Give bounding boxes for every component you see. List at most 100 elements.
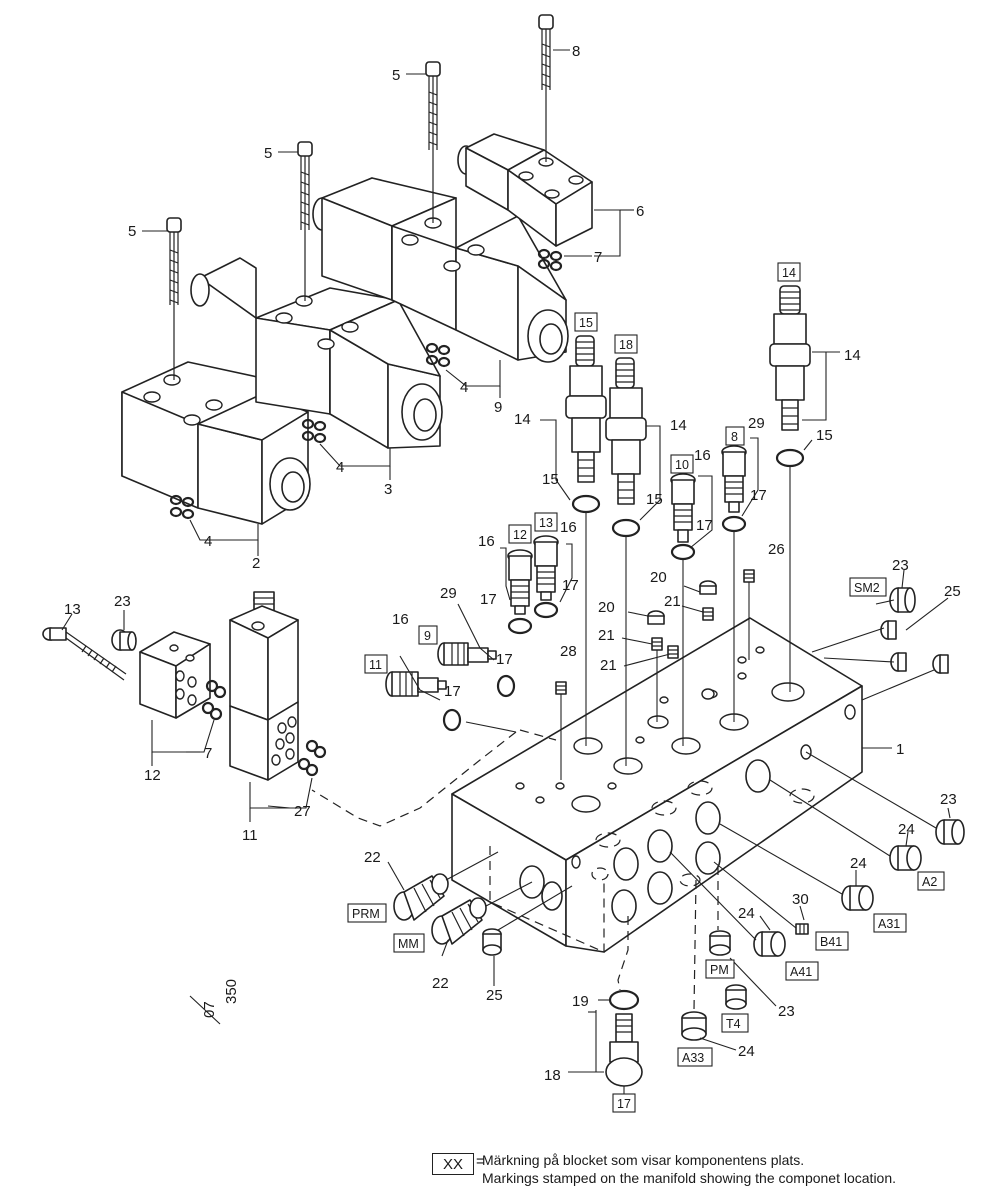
marking-18: 18 xyxy=(614,334,638,354)
legend-marking-box: XX xyxy=(432,1153,474,1175)
label-11: 11 xyxy=(242,827,258,844)
svg-text:9: 9 xyxy=(424,629,431,643)
label-15a: 15 xyxy=(542,471,559,488)
marking-pm: PM xyxy=(705,959,735,979)
pressure-switch-11 xyxy=(229,591,299,781)
label-13: 13 xyxy=(64,601,81,618)
plug-23-far-right xyxy=(935,819,965,845)
marking-13: 13 xyxy=(534,512,558,532)
label-5a: 5 xyxy=(128,223,136,240)
plug-24-a33 xyxy=(681,1011,707,1041)
manifold-block-1 xyxy=(451,617,863,953)
marking-17: 17 xyxy=(612,1093,636,1113)
svg-text:11: 11 xyxy=(369,658,382,672)
label-21a: 21 xyxy=(664,593,681,610)
label-16b: 16 xyxy=(560,519,577,536)
label-3: 3 xyxy=(384,481,392,498)
cartridge-valve-18 xyxy=(605,357,647,505)
legend-equals: = xyxy=(476,1153,485,1170)
label-16d: 16 xyxy=(392,611,409,628)
marking-t4: T4 xyxy=(721,1013,749,1033)
label-4b: 4 xyxy=(336,459,344,476)
marking-12: 12 xyxy=(508,524,532,544)
bolt-5-a xyxy=(166,217,182,380)
label-29b: 29 xyxy=(748,415,765,432)
svg-text:17: 17 xyxy=(617,1097,631,1111)
solenoid-valve-2 xyxy=(121,361,311,525)
label-15c: 15 xyxy=(816,427,833,444)
label-14a: 14 xyxy=(514,411,531,428)
label-4c: 4 xyxy=(460,379,468,396)
marking-b41: B41 xyxy=(815,931,849,951)
label-17d: 17 xyxy=(750,487,767,504)
bolt-8 xyxy=(538,14,554,162)
label-26: 26 xyxy=(768,541,785,558)
label-30: 30 xyxy=(792,891,809,908)
plug-23-sm2 xyxy=(889,587,916,613)
svg-text:350: 350 xyxy=(223,979,240,1004)
plug-23-pm xyxy=(709,930,731,956)
cartridge-valve-13 xyxy=(533,535,559,601)
label-17f: 17 xyxy=(444,683,461,700)
marking-a2: A2 xyxy=(917,871,945,891)
label-22b: 22 xyxy=(432,975,449,992)
label-5c: 5 xyxy=(392,67,400,84)
plug-25-bottom xyxy=(482,928,502,956)
label-20b: 20 xyxy=(598,599,615,616)
label-15b: 15 xyxy=(646,491,663,508)
label-28: 28 xyxy=(560,643,577,660)
label-17a: 17 xyxy=(480,591,497,608)
marking-a31: A31 xyxy=(873,913,907,933)
bolt-13 xyxy=(42,627,127,681)
label-4a: 4 xyxy=(204,533,212,550)
label-14c: 14 xyxy=(844,347,861,364)
marking-a41: A41 xyxy=(785,961,819,981)
cartridge-valve-15 xyxy=(565,335,607,483)
label-24a: 24 xyxy=(898,821,915,838)
marking-15: 15 xyxy=(574,312,598,332)
gauge-fitting-22-mm xyxy=(431,897,487,945)
svg-text:14: 14 xyxy=(782,266,796,280)
cartridge-valve-10 xyxy=(670,473,696,543)
svg-text:SM2: SM2 xyxy=(854,581,880,595)
gauge-fitting-22-prm xyxy=(393,873,449,921)
solenoid-valve-3 xyxy=(190,257,443,449)
label-29a: 29 xyxy=(440,585,457,602)
label-21b: 21 xyxy=(598,627,615,644)
label-23d: 23 xyxy=(778,1003,795,1020)
marking-a33: A33 xyxy=(677,1047,713,1067)
label-6: 6 xyxy=(636,203,644,220)
solenoid-valve-9 xyxy=(312,177,569,363)
marking-14: 14 xyxy=(777,262,801,282)
plugs-25-right xyxy=(880,620,949,674)
label-2: 2 xyxy=(252,555,260,572)
svg-text:13: 13 xyxy=(539,516,553,530)
plug-23-t4 xyxy=(725,984,747,1010)
label-14b: 14 xyxy=(670,417,687,434)
drawing-reference: 07 350 xyxy=(189,979,240,1025)
svg-text:15: 15 xyxy=(579,316,593,330)
svg-text:T4: T4 xyxy=(726,1017,741,1031)
svg-text:PRM: PRM xyxy=(352,907,380,921)
label-24b: 24 xyxy=(850,855,867,872)
cartridge-valve-14-right xyxy=(769,285,811,431)
label-18: 18 xyxy=(544,1067,561,1084)
svg-text:10: 10 xyxy=(675,458,689,472)
label-19: 19 xyxy=(572,993,589,1010)
svg-text:MM: MM xyxy=(398,937,419,951)
svg-text:PM: PM xyxy=(710,963,729,977)
marking-9: 9 xyxy=(418,625,438,645)
cartridge-valve-8 xyxy=(721,445,747,513)
svg-text:A41: A41 xyxy=(790,965,812,979)
adapter-plate-12 xyxy=(139,631,211,719)
label-16c: 16 xyxy=(694,447,711,464)
bolt-5-b xyxy=(297,141,313,301)
label-7b: 7 xyxy=(204,745,212,762)
svg-text:07: 07 xyxy=(201,1001,218,1018)
marking-sm2: SM2 xyxy=(849,577,887,597)
label-21c: 21 xyxy=(600,657,617,674)
label-23b: 23 xyxy=(892,557,909,574)
svg-text:18: 18 xyxy=(619,338,633,352)
label-1: 1 xyxy=(896,741,904,758)
plug-30-b41 xyxy=(795,923,809,935)
